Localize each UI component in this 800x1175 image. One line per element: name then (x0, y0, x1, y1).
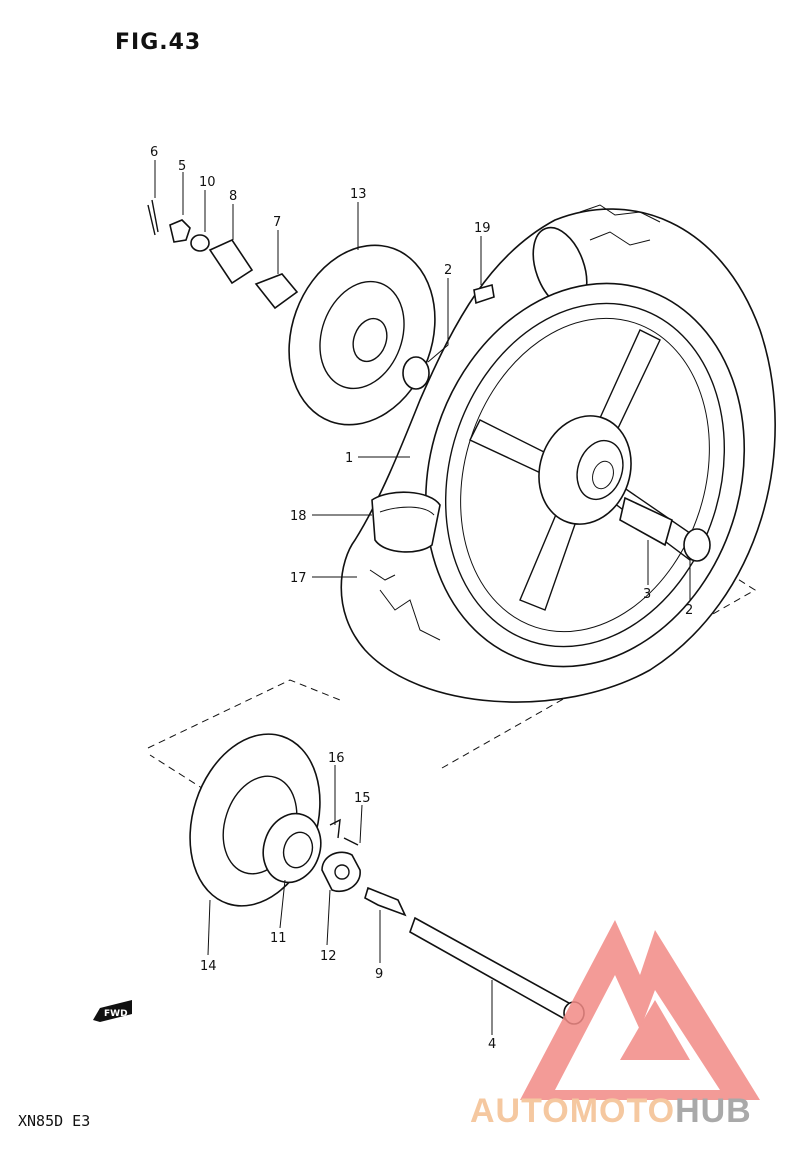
speedometer-gearbox (321, 851, 361, 892)
wheel-rim (424, 282, 746, 668)
disc-hub (262, 812, 322, 884)
callout-3: 3 (643, 587, 651, 602)
front-axle (409, 916, 580, 1024)
washer (190, 234, 210, 252)
spacer-collar (208, 238, 254, 285)
bearing-upper (402, 356, 430, 390)
leader-lines (154, 160, 691, 1035)
assembly-dashed-line (147, 554, 756, 791)
axle-spacer (364, 886, 407, 917)
valve-cap (473, 283, 495, 305)
watermark-brand-b: HUB (675, 1092, 752, 1130)
callout-18: 18 (290, 509, 307, 524)
forward-arrow-icon: FWD (93, 1000, 132, 1022)
watermark-logo-icon (520, 920, 760, 1100)
axle-nut (169, 219, 191, 243)
callout-14: 14 (200, 959, 217, 974)
figure-title: FIG.43 (115, 30, 202, 55)
callout-5: 5 (178, 159, 186, 174)
cotter-pin (147, 199, 159, 236)
callout-16: 16 (328, 751, 345, 766)
watermark-brand-a: AUTOMOTO (470, 1092, 676, 1130)
callout-10: 10 (199, 175, 216, 190)
callout-19: 19 (474, 221, 491, 236)
callout-4: 4 (488, 1037, 496, 1052)
rim-section (371, 491, 441, 553)
brake-disc-lower (189, 733, 321, 907)
fwd-label: FWD (104, 1009, 128, 1019)
callout-15: 15 (354, 791, 371, 806)
watermark-text: AUTOMOTOHUB (470, 1092, 752, 1131)
callout-9: 9 (375, 967, 383, 982)
dust-seal-cap (254, 273, 299, 310)
callout-2-right: 2 (685, 603, 693, 618)
speedo-tab (329, 818, 341, 839)
callout-8: 8 (229, 189, 237, 204)
callout-2-upper: 2 (444, 263, 452, 278)
callout-1: 1 (345, 451, 353, 466)
callout-11: 11 (270, 931, 287, 946)
callout-7: 7 (273, 215, 281, 230)
model-code: XN85D E3 (18, 1112, 91, 1130)
bearing-right (683, 528, 711, 562)
spacer (619, 496, 673, 547)
brake-disc-upper (288, 244, 436, 426)
screw (343, 837, 359, 846)
callout-6: 6 (150, 145, 158, 160)
callout-12: 12 (320, 949, 337, 964)
callout-13: 13 (350, 187, 367, 202)
callout-17: 17 (290, 571, 307, 586)
